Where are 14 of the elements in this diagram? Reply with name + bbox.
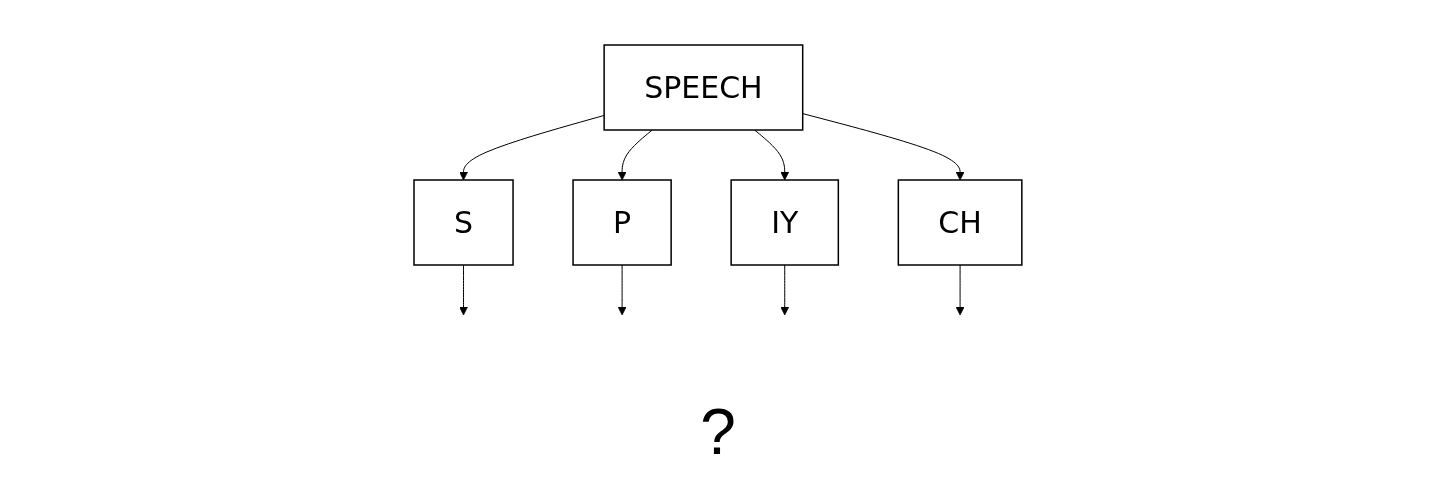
arrow xyxy=(617,264,627,316)
arrow xyxy=(802,113,965,181)
arrow xyxy=(780,264,790,316)
node-box: CH xyxy=(897,179,1023,266)
node-box: P xyxy=(572,179,672,266)
arrow xyxy=(459,264,468,316)
question-mark-text: ? xyxy=(700,400,736,464)
arrow xyxy=(754,129,790,181)
node-box: S xyxy=(413,179,514,266)
arrow xyxy=(617,129,653,181)
arrow xyxy=(955,264,965,316)
arrow xyxy=(459,114,605,181)
node-box: IY xyxy=(730,179,840,266)
node-box: SPEECH xyxy=(603,44,804,131)
